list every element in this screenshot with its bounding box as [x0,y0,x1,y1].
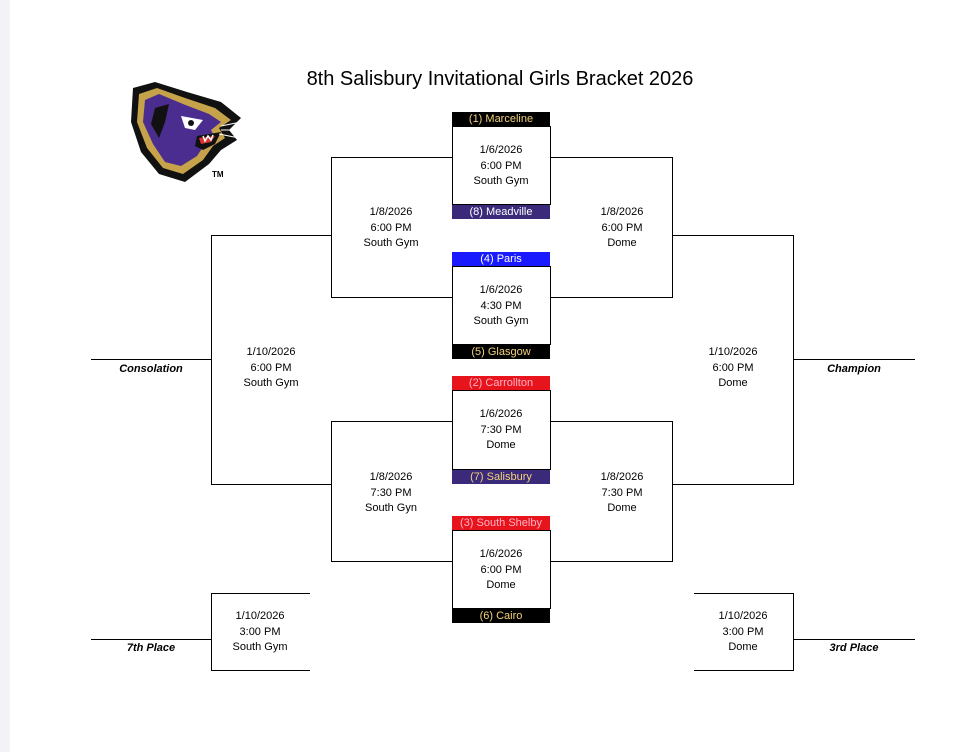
seventh-place-label: 7th Place [126,642,176,654]
bracket-line [211,235,212,485]
panther-logo-icon [131,82,243,182]
bracket-line [672,235,794,236]
bracket-line [672,484,794,485]
bracket-line [672,157,673,298]
bracket-line [793,639,915,640]
consolation-label: Consolation [119,363,183,375]
bracket-line [211,670,310,671]
bracket-line [793,593,794,671]
bracket-line [211,593,310,594]
team-south-shelby: (3) South Shelby [452,516,550,530]
bracket-line [793,235,794,485]
game-box-2 [452,266,551,345]
bracket-line [550,421,673,422]
bracket-line [331,157,452,158]
bracket-line [331,297,452,298]
bracket-line [672,421,673,562]
team-cairo: (6) Cairo [452,609,550,623]
bracket-line [211,593,212,671]
team-meadville: (8) Meadville [452,205,550,219]
bracket-line [331,421,332,562]
page-sidebar [0,0,10,752]
game-box-3 [452,390,551,470]
bracket-line [550,561,673,562]
bracket-line [91,639,212,640]
bracket-line [694,670,794,671]
team-salisbury: (7) Salisbury [452,470,550,484]
trademark-mark: TM [212,170,224,179]
team-glasgow: (5) Glasgow [452,345,550,359]
bracket-line [91,359,212,360]
bracket-line [793,359,915,360]
bracket-line [550,297,673,298]
game-box-4 [452,530,551,609]
champion-label: Champion [827,363,881,375]
bracket-line [331,421,452,422]
bracket-line [694,593,794,594]
bracket-line [211,235,332,236]
bracket-line [211,484,332,485]
third-place-label: 3rd Place [829,642,879,654]
team-marceline: (1) Marceline [452,112,550,126]
bracket-line [550,157,673,158]
team-carrollton: (2) Carrollton [452,376,550,390]
bracket-title: 8th Salisbury Invitational Girls Bracket… [306,68,694,90]
game-box-1 [452,126,551,205]
team-paris: (4) Paris [452,252,550,266]
bracket-line [331,157,332,298]
bracket-line [331,561,452,562]
